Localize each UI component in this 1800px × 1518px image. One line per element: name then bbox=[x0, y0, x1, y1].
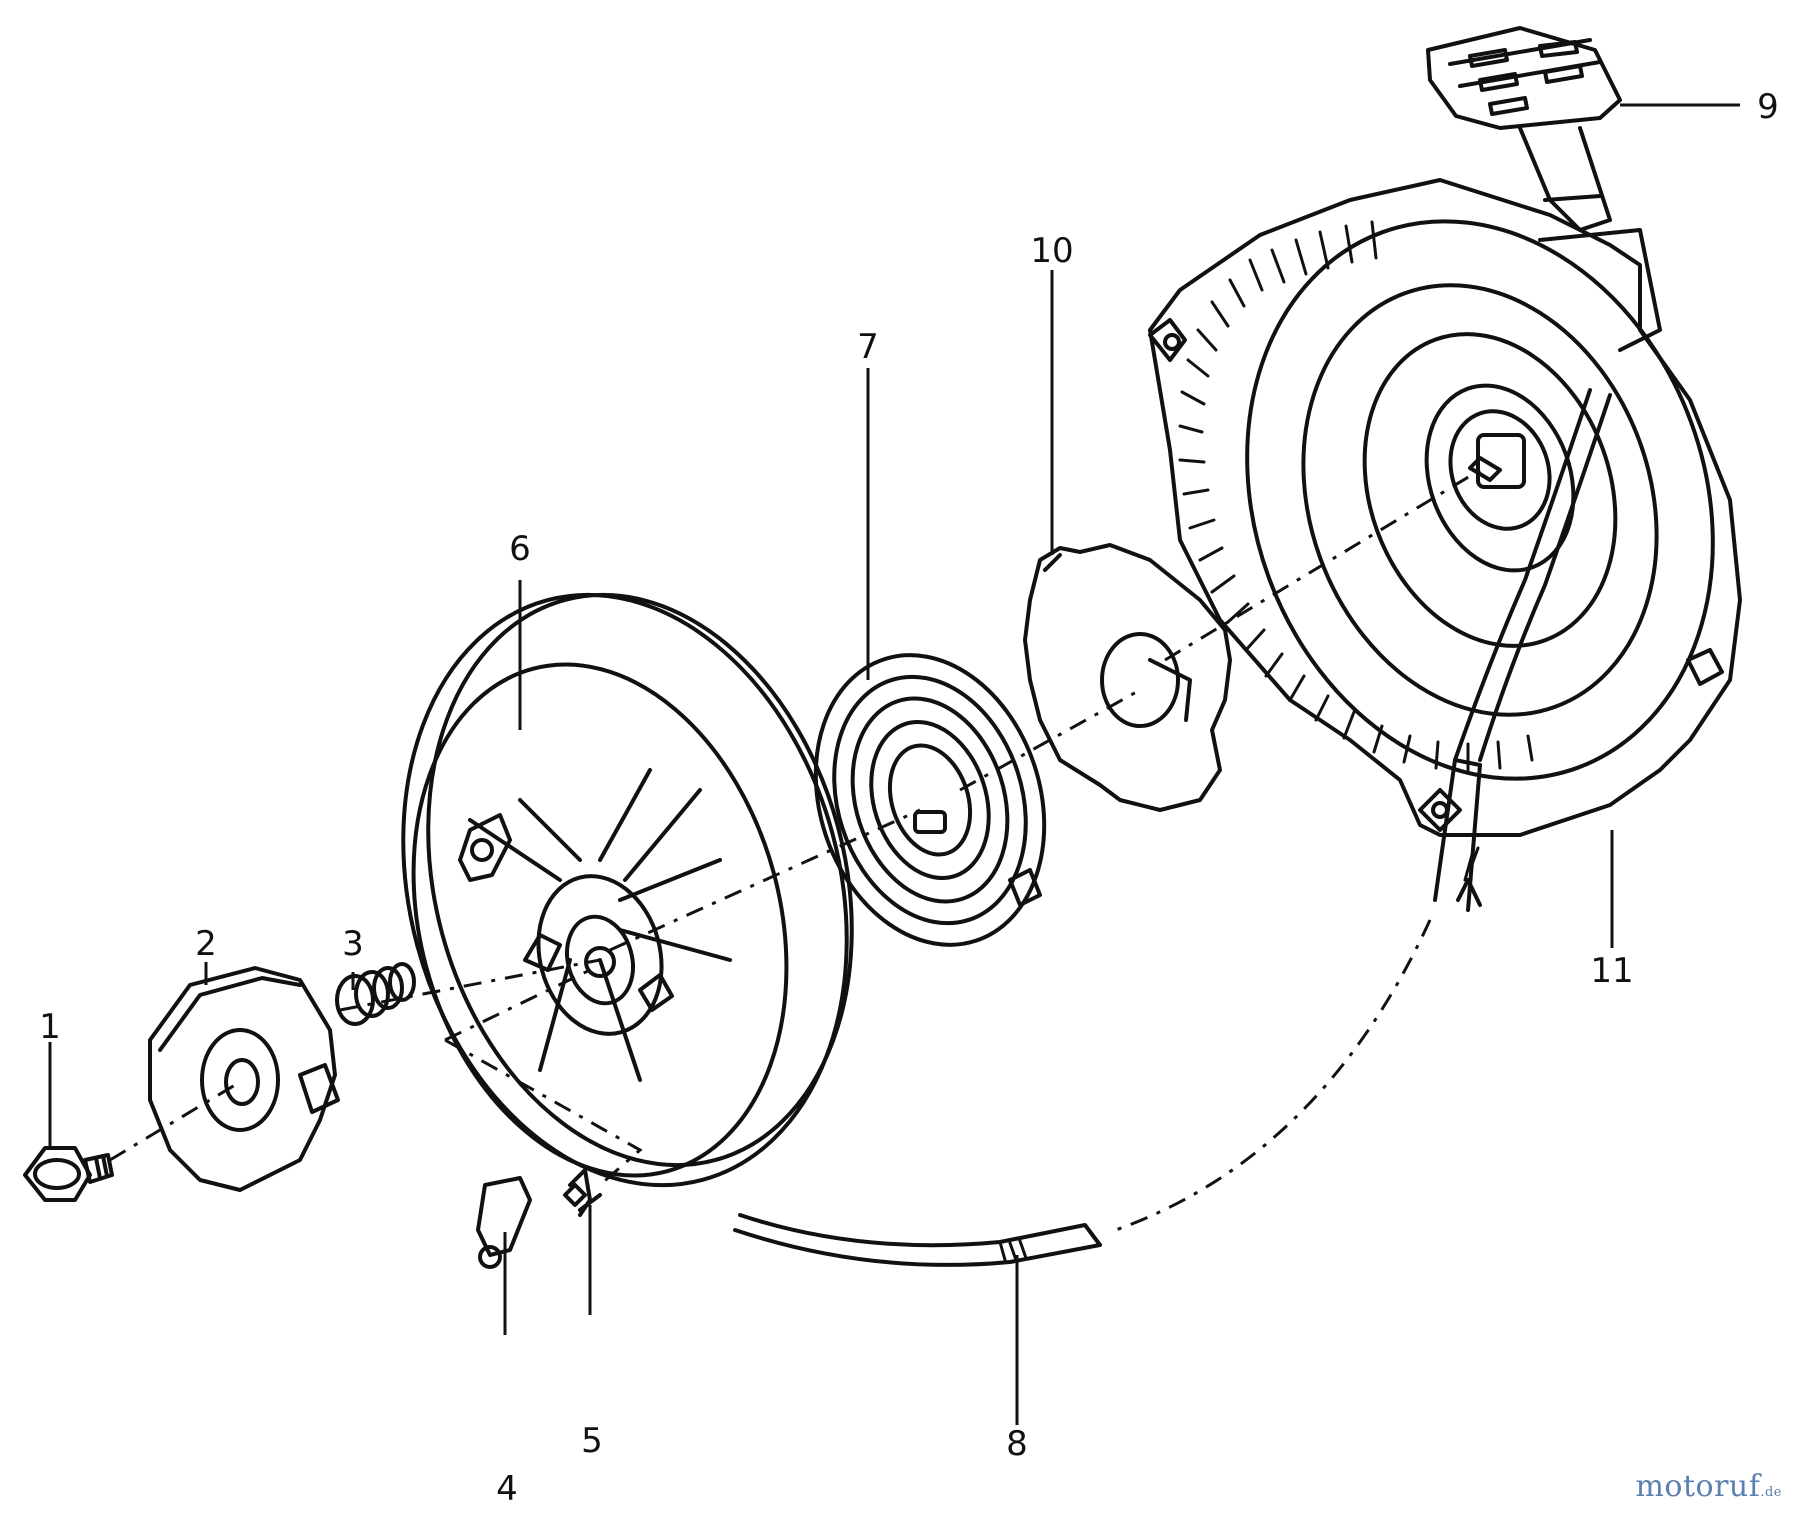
callout-8: 8 bbox=[1006, 1424, 1028, 1464]
leader-lines bbox=[48, 103, 1740, 1425]
pawl-spring-part bbox=[563, 1168, 602, 1217]
pawl-part bbox=[476, 1176, 532, 1269]
watermark-logo: motoruf.de bbox=[1635, 1469, 1782, 1504]
assembly-axis-lines bbox=[109, 468, 1481, 1234]
pull-handle-part bbox=[1426, 26, 1622, 232]
starter-rope-part bbox=[733, 388, 1612, 1267]
rope-reel-part bbox=[401, 592, 854, 1188]
callout-2: 2 bbox=[195, 924, 217, 964]
callout-7: 7 bbox=[857, 327, 879, 367]
watermark-tld: .de bbox=[1760, 1485, 1782, 1500]
callout-labels: 1 2 3 4 5 6 7 8 9 10 11 bbox=[39, 87, 1779, 1509]
ratchet-plate-part bbox=[1023, 543, 1232, 812]
callout-3: 3 bbox=[342, 924, 364, 964]
starter-housing-part bbox=[1148, 178, 1742, 837]
callout-9: 9 bbox=[1757, 87, 1779, 127]
drive-cup-part bbox=[148, 966, 340, 1192]
callout-6: 6 bbox=[509, 529, 531, 569]
callout-10: 10 bbox=[1030, 231, 1073, 271]
watermark-text: motoruf bbox=[1635, 1469, 1761, 1504]
callout-5: 5 bbox=[581, 1421, 603, 1461]
callout-1: 1 bbox=[39, 1007, 61, 1047]
callout-11: 11 bbox=[1590, 951, 1633, 991]
recoil-spring-part bbox=[813, 653, 1047, 947]
callout-4: 4 bbox=[496, 1469, 518, 1509]
small-spring-part bbox=[335, 962, 416, 1026]
bolt-part bbox=[23, 1146, 114, 1202]
